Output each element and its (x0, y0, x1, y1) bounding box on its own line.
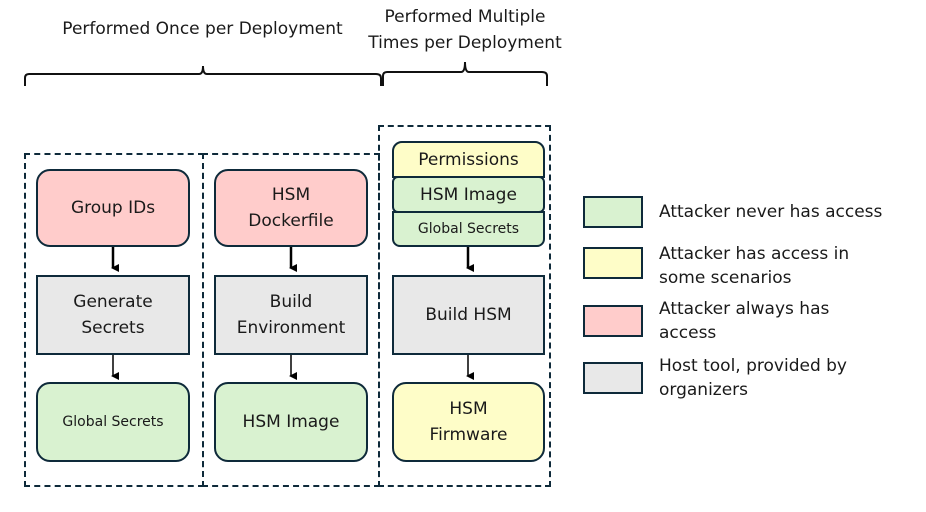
legend-text-some: Attacker has access in some scenarios (659, 242, 849, 290)
node-input-global-secrets-label: Global Secrets (417, 221, 520, 237)
node-hsm-dockerfile-line2: Dockerfile (248, 211, 334, 231)
node-hsm-firmware: HSM Firmware (392, 382, 545, 462)
group-build-hsm (378, 125, 551, 487)
node-group-ids: Group IDs (36, 169, 190, 247)
node-global-secrets-label: Global Secrets (62, 414, 164, 430)
node-hsm-image: HSM Image (214, 382, 368, 462)
legend-text-never: Attacker never has access (659, 200, 882, 224)
node-hsm-dockerfile: HSM Dockerfile (214, 169, 368, 247)
node-hsm-dockerfile-line1: HSM (271, 185, 311, 205)
legend-host-line1: Host tool, provided by (659, 356, 847, 376)
legend-swatch-some (583, 247, 643, 279)
node-hsm-firmware-line2: Firmware (429, 425, 508, 445)
header-multiple-times-per-deployment: Performed Multiple Times per Deployment (355, 4, 575, 56)
node-build-environment-line2: Environment (236, 318, 346, 338)
node-input-hsm-image-label: HSM Image (420, 184, 517, 205)
node-group-ids-label: Group IDs (70, 198, 156, 218)
node-generate-secrets-line1: Generate (73, 292, 153, 312)
legend-some-line2: some scenarios (659, 268, 792, 288)
legend-swatch-host (583, 362, 643, 394)
legend-some-line1: Attacker has access in (659, 244, 850, 264)
legend-never-line1: Attacker never has access (659, 202, 883, 222)
node-hsm-image-label: HSM Image (242, 412, 340, 432)
node-permissions: Permissions (392, 141, 545, 178)
legend-always-line2: access (659, 323, 717, 343)
node-hsm-firmware-line1: HSM (449, 399, 488, 419)
header-multiple-line2: Times per Deployment (368, 33, 562, 53)
legend-swatch-never (583, 196, 643, 228)
node-generate-secrets: Generate Secrets (36, 275, 190, 355)
node-generate-secrets-line2: Secrets (81, 318, 145, 338)
header-once-per-deployment: Performed Once per Deployment (62, 19, 343, 39)
brace-once (24, 65, 382, 86)
legend-text-always: Attacker always has access (659, 297, 829, 345)
legend-always-line1: Attacker always has (659, 299, 830, 319)
node-build-hsm-label: Build HSM (425, 305, 512, 325)
node-permissions-label: Permissions (418, 149, 519, 170)
node-global-secrets: Global Secrets (36, 382, 190, 462)
node-build-hsm: Build HSM (392, 275, 545, 355)
node-input-global-secrets: Global Secrets (392, 211, 545, 247)
node-input-hsm-image: HSM Image (392, 176, 545, 213)
legend-text-host: Host tool, provided by organizers (659, 354, 847, 402)
legend-swatch-always (583, 305, 643, 337)
legend-host-line2: organizers (659, 380, 749, 400)
header-multiple-line1: Performed Multiple (384, 7, 546, 27)
node-build-environment-line1: Build (269, 292, 313, 312)
node-build-environment: Build Environment (214, 275, 368, 355)
brace-multiple (382, 61, 548, 86)
